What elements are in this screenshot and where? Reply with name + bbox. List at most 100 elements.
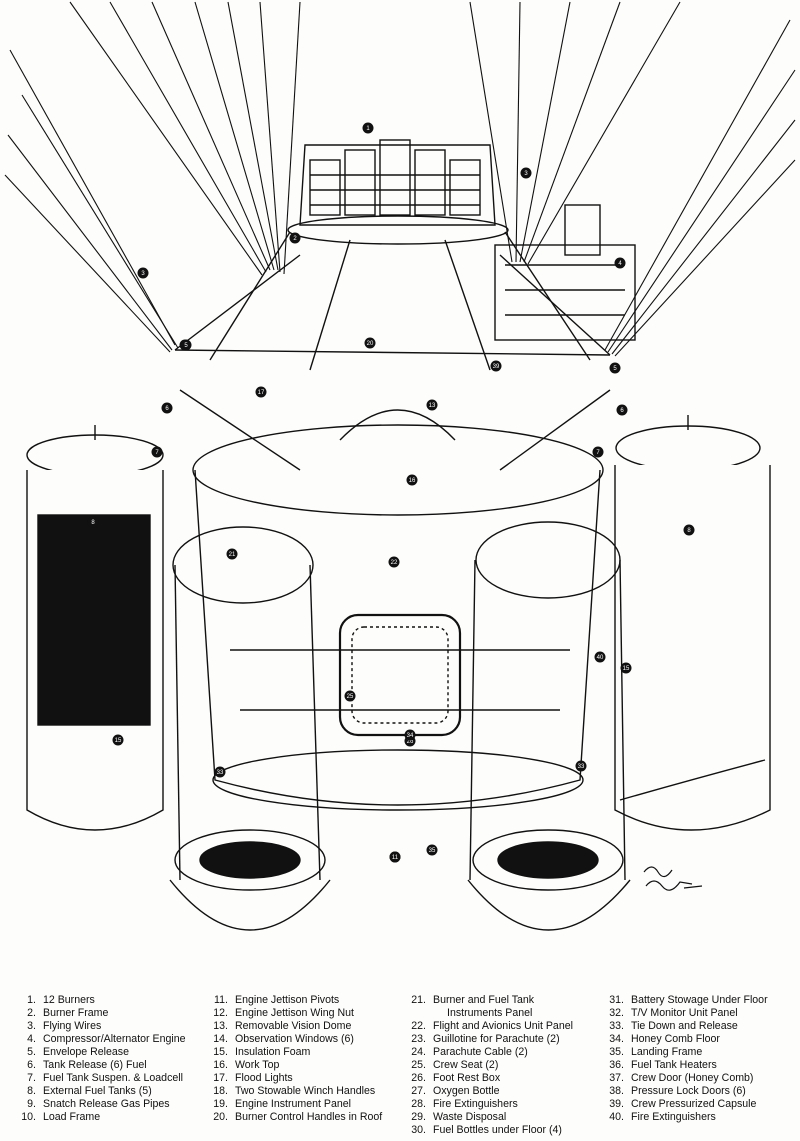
legend-item-number: 35. (609, 1046, 624, 1058)
legend-item: 36.Fuel Tank Heaters (602, 1059, 768, 1072)
callout-marker (592, 446, 604, 458)
callout-marker (404, 729, 416, 741)
legend-item-label: Observation Windows (6) (235, 1033, 354, 1046)
legend-item-label: Insulation Foam (235, 1046, 310, 1059)
legend-item-label: Honey Comb Floor (631, 1033, 720, 1046)
legend-item-label-text: External Fuel Tanks (5) (43, 1085, 152, 1097)
legend-item-number: 6. (27, 1059, 36, 1071)
legend-item-label-text: Engine Instrument Panel (235, 1098, 352, 1110)
legend-item-label: Removable Vision Dome (235, 1020, 351, 1033)
legend-item: 2.Burner Frame (14, 1007, 186, 1020)
legend-item: 14.Observation Windows (6) (206, 1033, 382, 1046)
landing-frame-left (169, 526, 331, 931)
legend-item: 40.Fire Extinguishers (602, 1111, 768, 1124)
legend-item-label-text: Tank Release (6) Fuel (43, 1059, 147, 1071)
callout-number: 3 (141, 271, 145, 277)
callout-marker (616, 404, 628, 416)
callout-number: 25 (347, 694, 354, 700)
legend-item-label-text: Fire Extinguishers (631, 1111, 716, 1123)
legend-item-number: 18. (213, 1085, 228, 1097)
legend-item-number: 2. (27, 1007, 36, 1019)
legend-item: 10.Load Frame (14, 1111, 186, 1124)
artist-signature (643, 866, 703, 891)
load-frame (174, 254, 611, 471)
legend-item-label-text: Waste Disposal (433, 1111, 507, 1123)
callout-number: 2 (293, 236, 297, 242)
balloon-gondola-cutaway-illustration: 1233345566778813151516172021222526303333… (4, 1, 796, 931)
callout-marker (255, 386, 267, 398)
legend-item-number: 26. (411, 1072, 426, 1084)
legend-item-number: 13. (213, 1020, 228, 1032)
callout-marker (609, 362, 621, 374)
legend-item-label-text: Compressor/Alternator Engine (43, 1033, 186, 1045)
legend-item-number: 33. (609, 1020, 624, 1032)
legend-item-number: 31. (609, 994, 624, 1006)
legend-item: 26.Foot Rest Box (404, 1072, 573, 1085)
legend-item: 23.Guillotine for Parachute (2) (404, 1033, 573, 1046)
legend-item-number: 22. (411, 1020, 426, 1032)
legend-item: 29.Waste Disposal (404, 1111, 573, 1124)
legend-item-label-text: Crew Door (Honey Comb) (631, 1072, 754, 1084)
legend-item: 6. Tank Release (6) Fuel (14, 1059, 186, 1072)
legend-item-label: T/V Monitor Unit Panel (631, 1007, 738, 1020)
legend-item-label-text: Fuel Tank Heaters (631, 1059, 717, 1071)
callout-marker (575, 760, 587, 772)
landing-frame-right (467, 521, 631, 931)
external-fuel-tank-left (26, 425, 164, 831)
legend-item-label-text: Honey Comb Floor (631, 1033, 720, 1045)
callout-number: 11 (392, 855, 399, 861)
callout-number: 22 (391, 560, 398, 566)
legend-item-label: Snatch Release Gas Pipes (43, 1098, 170, 1111)
legend-item: 27.Oxygen Bottle (404, 1085, 573, 1098)
callout-marker (362, 122, 374, 134)
legend-item-label: Two Stowable Winch Handles (235, 1085, 375, 1098)
callout-marker (683, 524, 695, 536)
legend-item-number: 20. (213, 1111, 228, 1123)
legend-item-label: Crew Seat (2) (433, 1059, 498, 1072)
legend-item: 18. Two Stowable Winch Handles (206, 1085, 382, 1098)
legend-item: 39.Crew Pressurized Capsule (602, 1098, 768, 1111)
legend-item: 7.Fuel Tank Suspen. & Loadcell (14, 1072, 186, 1085)
legend-item: 24.Parachute Cable (2) (404, 1046, 573, 1059)
legend-item-label: Battery Stowage Under Floor (631, 994, 768, 1007)
callout-marker (520, 167, 532, 179)
callout-marker (214, 766, 226, 778)
flying-wires (4, 1, 796, 357)
legend-item: 9.Snatch Release Gas Pipes (14, 1098, 186, 1111)
callout-number: 8 (91, 520, 95, 526)
callout-markers: 1233345566778813151516172021222526303333… (87, 122, 695, 863)
legend-item-number: 38. (609, 1085, 624, 1097)
legend-item: 32.T/V Monitor Unit Panel (602, 1007, 768, 1020)
callout-number: 39 (493, 364, 500, 370)
legend-item-number: 24. (411, 1046, 426, 1058)
legend-item-label-text: Fire Extinguishers (433, 1098, 518, 1110)
legend-item-number: 16. (213, 1059, 228, 1071)
external-fuel-tank-right (614, 415, 771, 831)
callout-number: 3 (524, 171, 528, 177)
legend-item-number: 11. (214, 994, 228, 1006)
callout-marker (614, 257, 626, 269)
legend-item-label-text: Fuel Bottles under Floor (4) (433, 1124, 562, 1136)
callout-marker (137, 267, 149, 279)
callout-number: 33 (217, 770, 224, 776)
legend-item-label: Oxygen Bottle (433, 1085, 500, 1098)
legend-item-label-text: Tie Down and Release (631, 1020, 738, 1032)
callout-marker (180, 339, 192, 351)
legend-item-label: Engine Jettison Pivots (235, 994, 339, 1007)
legend-item: 15.Insulation Foam (206, 1046, 382, 1059)
legend-item-label-text: Engine Jettison Wing Nut (235, 1007, 354, 1019)
callout-marker (161, 402, 173, 414)
callout-number: 7 (155, 450, 159, 456)
callout-marker (344, 690, 356, 702)
legend-item-label-text: Burner and Fuel Tank (433, 994, 535, 1006)
legend-item-number: 34. (609, 1033, 624, 1045)
legend-item: 25.Crew Seat (2) (404, 1059, 573, 1072)
legend-item: 20.Burner Control Handles in Roof (206, 1111, 382, 1124)
legend-item-label-text: Work Top (235, 1059, 280, 1071)
legend-item: 13. Removable Vision Dome (206, 1020, 382, 1033)
legend-item-label: Pressure Lock Doors (6) (631, 1085, 746, 1098)
